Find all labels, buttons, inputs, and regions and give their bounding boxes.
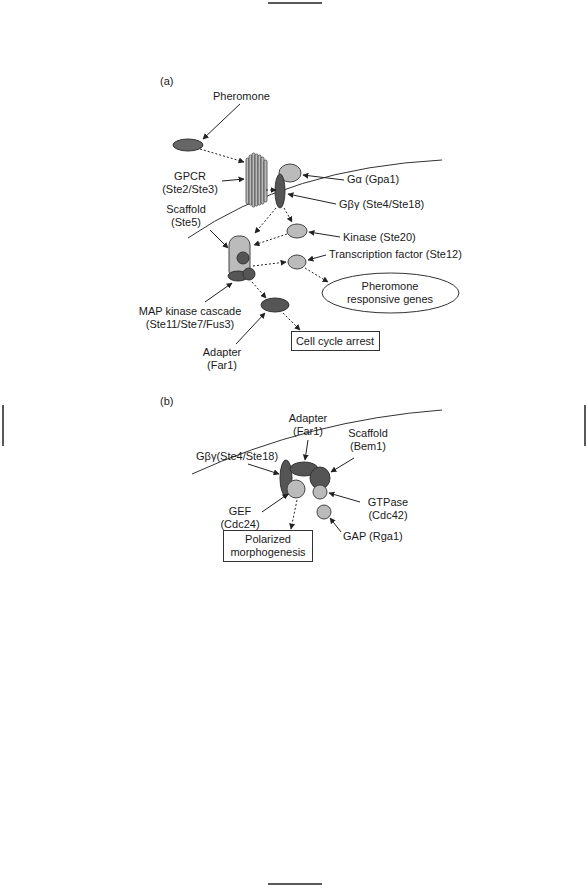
kinase <box>287 224 307 238</box>
transcription-factor <box>288 255 306 269</box>
part-label: GAP (Rga1) <box>343 530 403 543</box>
map-kinase <box>237 252 249 264</box>
part-label: Pheromone <box>213 90 270 103</box>
node-text: Polarized morphogenesis <box>228 533 308 559</box>
outcome-box: Cell cycle arrest <box>291 331 380 351</box>
gtpase <box>313 485 327 499</box>
adapter <box>261 298 289 312</box>
part-label: Adapter (Far1) <box>196 346 248 372</box>
node-text: Pheromone responsive genes <box>343 280 438 306</box>
gap <box>317 505 331 519</box>
part-label: MAP kinase cascade (Ste11/Ste7/Fus3) <box>131 305 249 331</box>
part-label: GTPase (Cdc42) <box>361 496 415 522</box>
signal-arrows <box>252 190 328 330</box>
part-label: Scaffold (Ste5) <box>156 203 216 229</box>
signal-arrow <box>291 500 297 529</box>
gpcr-receptor <box>246 153 267 207</box>
part-label: GEF (Cdc24) <box>215 505 265 531</box>
part-label: Scaffold (Bem1) <box>339 427 397 453</box>
part-label: (b) <box>160 395 173 408</box>
part-label: (a) <box>160 75 173 88</box>
page-rule <box>268 883 322 885</box>
scan-mark <box>2 405 4 446</box>
gef <box>287 480 305 498</box>
part-label: GPCR (Ste2/Ste3) <box>155 170 225 196</box>
g-beta-gamma <box>275 174 285 208</box>
outcome-ellipse: Pheromone responsive genes <box>321 272 460 314</box>
membrane <box>192 410 442 474</box>
scan-mark <box>584 405 586 446</box>
part-label: Adapter (Far1) <box>282 412 334 438</box>
part-label: Gβγ(Ste4/Ste18) <box>196 450 278 463</box>
outcome-box: Polarized morphogenesis <box>223 530 313 562</box>
signal-arrow <box>200 149 244 162</box>
part-label: Gβγ (Ste4/Ste18) <box>339 198 424 211</box>
node-text: Cell cycle arrest <box>296 335 374 348</box>
pheromone <box>173 139 203 151</box>
membrane <box>188 160 442 238</box>
part-label: Kinase (Ste20) <box>343 231 416 244</box>
page-rule <box>268 2 322 4</box>
part-label: Gα (Gpa1) <box>347 173 399 186</box>
map-kinase <box>243 268 255 280</box>
part-label: Transcription factor (Ste12) <box>329 248 462 261</box>
